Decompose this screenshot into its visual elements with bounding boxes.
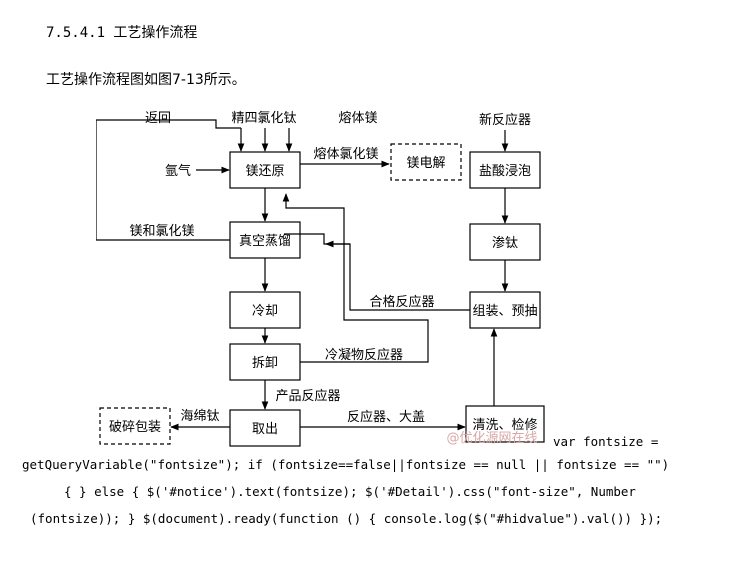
label-reactor-lid: 反应器、大盖 (347, 409, 425, 425)
label-clean-repair: 清洗、检修 (472, 418, 537, 433)
label-argon: 氩气 (165, 163, 191, 179)
label-assembly: 组装、预抽 (472, 304, 537, 319)
box-crush-pack (99, 407, 171, 445)
label-mg-electrolysis: 镁电解 (406, 156, 445, 171)
label-take-out: 取出 (252, 422, 278, 437)
label-disassembly: 拆卸 (252, 355, 278, 371)
intro-text: 工艺操作流程图如图7-13所示。 (46, 72, 246, 88)
code-line-1: var fontsize = (553, 434, 659, 449)
label-crush-pack: 破碎包装 (109, 420, 161, 435)
label-cooling: 冷却 (252, 304, 278, 319)
label-condensate-reactor: 冷凝物反应器 (325, 347, 403, 363)
label-vacuum-distill: 真空蒸馏 (239, 234, 291, 249)
label-return: 返回 (145, 111, 171, 126)
label-titanizing: 渗钛 (492, 236, 518, 251)
code-line-3: { } else { $('#notice').text(fontsize); … (64, 484, 636, 499)
label-acid-soak: 盐酸浸泡 (479, 164, 531, 179)
code-line-4: (fontsize)); } $(document).ready(functio… (30, 511, 663, 526)
label-new-reactor: 新反应器 (479, 112, 531, 128)
code-line-2: getQueryVariable("fontsize"); if (fontsi… (22, 457, 670, 472)
label-ticl4: 精四氯化钛 (231, 111, 296, 126)
label-mg-mgcl2: 镁和氯化镁 (129, 224, 194, 239)
label-product-reactor: 产品反应器 (275, 388, 340, 404)
label-qualified-reactor: 合格反应器 (369, 294, 434, 310)
box-clean-repair (465, 405, 545, 443)
label-mg-reduction: 镁还原 (245, 164, 284, 179)
label-molten-mg: 熔体镁 (338, 111, 377, 126)
section-heading: 7.5.4.1 工艺操作流程 (46, 25, 198, 41)
label-sponge-ti: 海绵钛 (180, 409, 219, 424)
process-flow-diagram: 镁还原 镁电解 盐酸浸泡 渗钛 真空蒸馏 冷却 拆卸 组装、预抽 取出 破碎包装… (96, 111, 545, 447)
box-mg-electrolysis (390, 143, 462, 181)
label-molten-mgcl2: 熔体氯化镁 (313, 147, 378, 162)
box-take-out (229, 409, 301, 447)
watermark: @优化源网在线 (446, 431, 537, 446)
